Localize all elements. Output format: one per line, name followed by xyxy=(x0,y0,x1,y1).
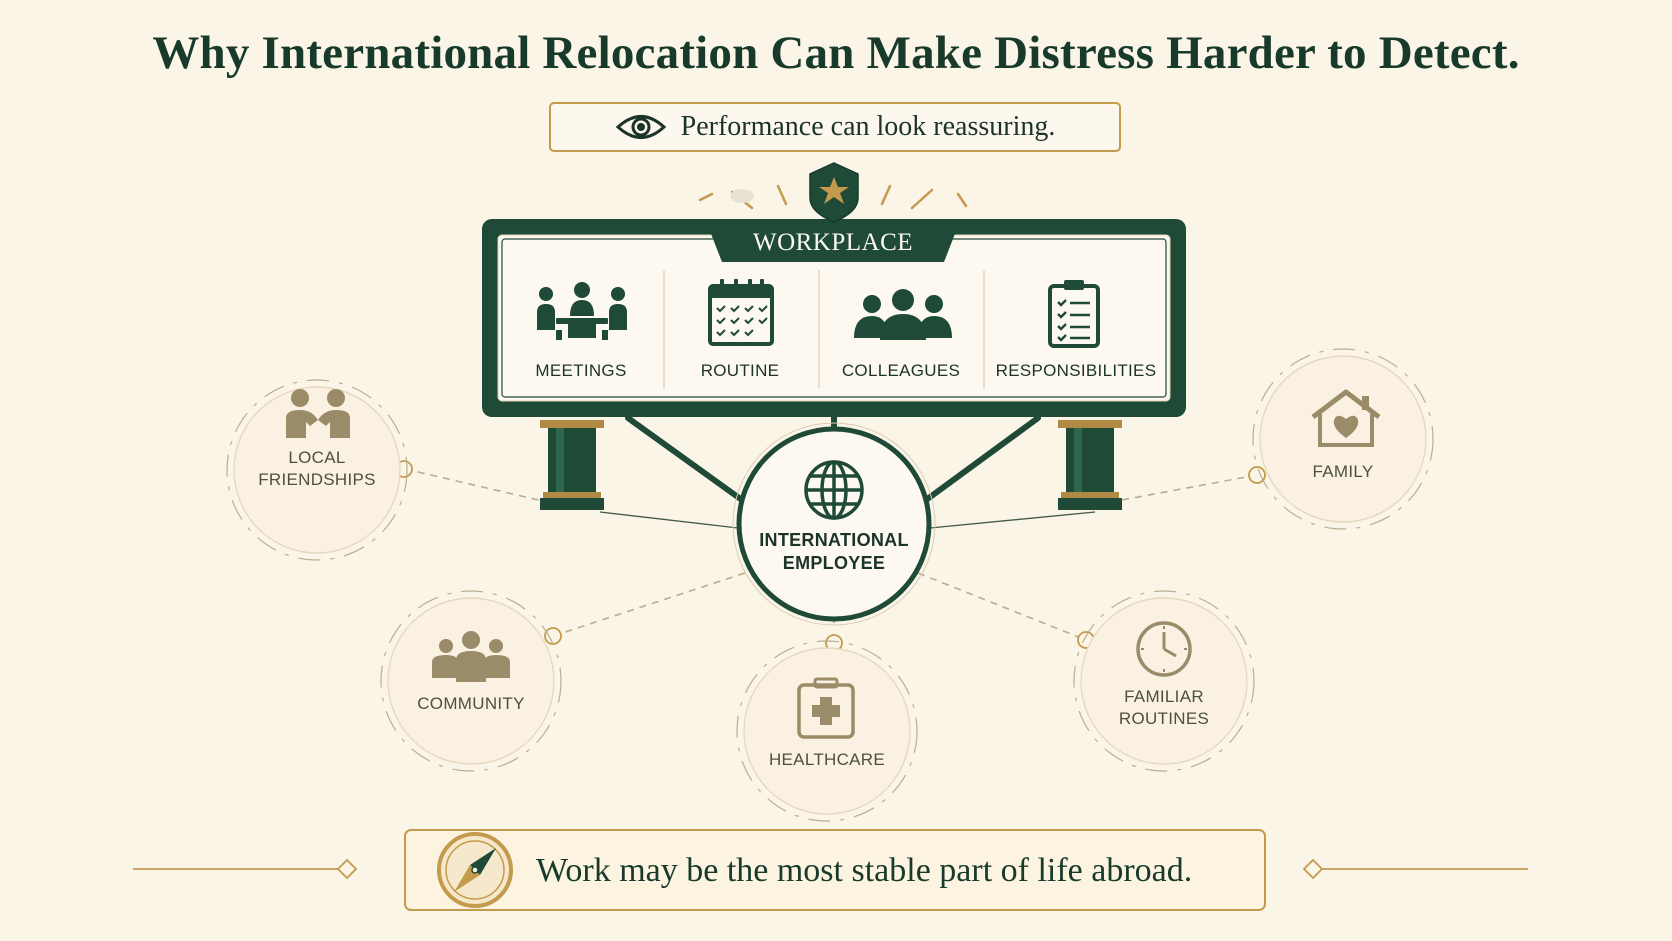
healthcare-label: HEALTHCARE xyxy=(768,750,886,769)
house-heart-icon xyxy=(1311,389,1381,447)
workplace-board xyxy=(482,219,1186,417)
page-title: Why International Relocation Can Make Di… xyxy=(152,27,1520,79)
familiar-routines-line1: FAMILIAR xyxy=(1124,687,1204,706)
satellite-local-friendships-ring xyxy=(226,379,408,561)
subtitle-box: Performance can look reassuring. xyxy=(549,102,1121,152)
medical-kit-icon xyxy=(797,677,855,739)
clipboard-icon xyxy=(1048,280,1100,348)
workplace-banner-label: WORKPLACE xyxy=(752,229,914,256)
workplace-item-colleagues: COLLEAGUES xyxy=(841,361,961,380)
paper-scrap-icon xyxy=(730,189,754,203)
eye-icon xyxy=(615,115,666,139)
connector-familiar-routines xyxy=(917,572,1087,641)
center-label-line1: INTERNATIONAL xyxy=(759,530,909,550)
bottom-left-ornament xyxy=(133,858,358,880)
local-friendships-line1: LOCAL xyxy=(288,448,346,467)
bottom-right-ornament xyxy=(1302,858,1528,880)
footer-text: Work may be the most stable part of life… xyxy=(536,852,1193,889)
calendar-icon xyxy=(708,279,774,346)
family-label: FAMILY xyxy=(1312,462,1374,481)
satellite-family-ring xyxy=(1252,348,1434,530)
left-pedestal xyxy=(540,420,604,510)
workplace-item-responsibilities: RESPONSIBILITIES xyxy=(995,361,1157,380)
clock-icon xyxy=(1136,621,1192,677)
center-node xyxy=(732,422,936,626)
shield-star-icon xyxy=(809,162,859,223)
connector-family xyxy=(1094,474,1258,506)
local-friendships-line2: FRIENDSHIPS xyxy=(258,470,376,489)
workplace-item-meetings: MEETINGS xyxy=(535,361,627,380)
people-icon xyxy=(854,289,952,340)
workplace-item-routine: ROUTINE xyxy=(700,361,780,380)
community-label: COMMUNITY xyxy=(417,694,525,713)
satellite-healthcare-ring xyxy=(736,640,918,822)
familiar-routines-line2: ROUTINES xyxy=(1118,709,1210,728)
connector-local-friendships xyxy=(404,468,561,506)
group-icon xyxy=(432,631,510,682)
center-label-line2: EMPLOYEE xyxy=(782,553,886,573)
globe-icon xyxy=(804,460,864,520)
footer-box xyxy=(404,829,1266,911)
meeting-icon xyxy=(537,282,627,340)
handshake-people-icon xyxy=(286,389,350,438)
right-pedestal xyxy=(1058,420,1122,510)
satellite-familiar-routines-ring xyxy=(1073,590,1255,772)
subtitle-text: Performance can look reassuring. xyxy=(680,111,1056,142)
